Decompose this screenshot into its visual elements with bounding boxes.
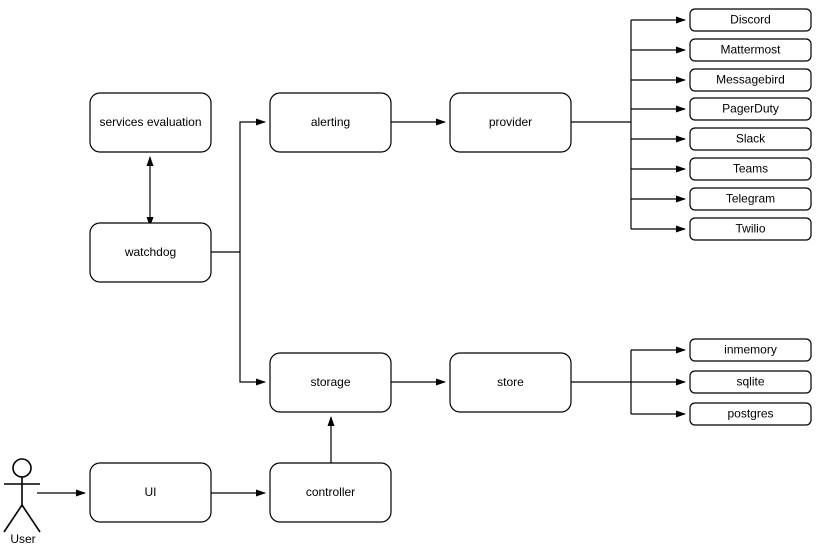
node-services-evaluation-label: services evaluation xyxy=(99,115,201,129)
node-discord-label: Discord xyxy=(730,13,771,27)
node-watchdog[interactable]: watchdog xyxy=(89,222,212,283)
node-telegram-box xyxy=(689,187,812,211)
node-discord-box xyxy=(689,8,812,32)
node-ui-label: UI xyxy=(145,485,157,499)
node-twilio[interactable]: Twilio xyxy=(689,217,812,241)
node-postgres-box xyxy=(689,402,812,426)
node-mattermost[interactable]: Mattermost xyxy=(689,38,812,62)
node-pagerduty-label: PagerDuty xyxy=(722,102,779,116)
node-pagerduty[interactable]: PagerDuty xyxy=(689,97,812,121)
edge-watchdog-to-alerting xyxy=(239,118,266,252)
edge-watchdog-to-storage xyxy=(239,252,266,386)
node-ui[interactable]: UI xyxy=(89,462,212,523)
actor-label: User xyxy=(10,532,35,546)
node-teams-box xyxy=(689,157,812,181)
node-slack[interactable]: Slack xyxy=(689,127,812,151)
node-provider-label: provider xyxy=(489,115,532,129)
node-messagebird-label: Messagebird xyxy=(716,73,785,87)
node-watchdog-box xyxy=(89,222,212,283)
node-ui-box xyxy=(89,462,212,523)
node-sqlite-label: sqlite xyxy=(736,375,764,389)
node-mattermost-label: Mattermost xyxy=(720,43,781,57)
node-twilio-label: Twilio xyxy=(735,222,765,236)
node-controller-box xyxy=(269,462,392,523)
node-postgres-label: postgres xyxy=(727,407,773,421)
actor-user[interactable]: User xyxy=(3,458,41,546)
node-telegram[interactable]: Telegram xyxy=(689,187,812,211)
node-messagebird-box xyxy=(689,68,812,92)
node-discord[interactable]: Discord xyxy=(689,8,812,32)
stick-figure-actor-icon xyxy=(12,458,32,478)
node-mattermost-box xyxy=(689,38,812,62)
node-store[interactable]: store xyxy=(449,352,572,413)
node-inmemory[interactable]: inmemory xyxy=(689,338,812,362)
node-watchdog-label: watchdog xyxy=(124,245,176,259)
node-twilio-box xyxy=(689,217,812,241)
node-postgres[interactable]: postgres xyxy=(689,402,812,426)
node-services-evaluation-box xyxy=(89,92,212,153)
node-storage-label: storage xyxy=(310,375,350,389)
node-inmemory-label: inmemory xyxy=(724,343,777,357)
node-sqlite[interactable]: sqlite xyxy=(689,370,812,394)
node-controller-label: controller xyxy=(306,485,355,499)
node-controller[interactable]: controller xyxy=(269,462,392,523)
node-provider[interactable]: provider xyxy=(449,92,572,153)
node-services-evaluation[interactable]: services evaluation xyxy=(89,92,212,153)
node-storage-box xyxy=(269,352,392,413)
node-provider-box xyxy=(449,92,572,153)
node-slack-label: Slack xyxy=(736,132,766,146)
node-alerting-label: alerting xyxy=(311,115,350,129)
node-inmemory-box xyxy=(689,338,812,362)
node-teams-label: Teams xyxy=(733,162,768,176)
actor-legs-icon xyxy=(3,503,41,533)
node-pagerduty-box xyxy=(689,97,812,121)
node-alerting-box xyxy=(269,92,392,153)
node-store-box xyxy=(449,352,572,413)
node-alerting[interactable]: alerting xyxy=(269,92,392,153)
node-teams[interactable]: Teams xyxy=(689,157,812,181)
node-slack-box xyxy=(689,127,812,151)
node-store-label: store xyxy=(497,375,524,389)
node-storage[interactable]: storage xyxy=(269,352,392,413)
node-sqlite-box xyxy=(689,370,812,394)
node-telegram-label: Telegram xyxy=(726,192,775,206)
node-messagebird[interactable]: Messagebird xyxy=(689,68,812,92)
